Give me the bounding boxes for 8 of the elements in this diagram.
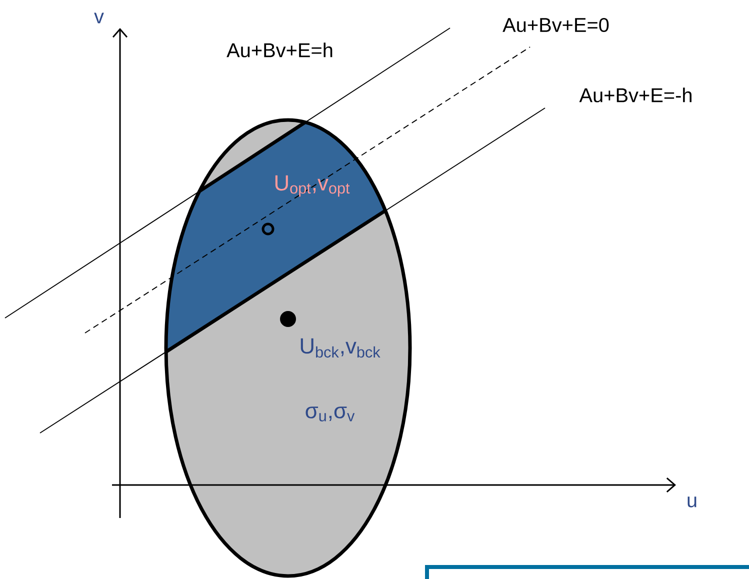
axis-label: v [94, 12, 104, 24]
axis-label: u [688, 496, 696, 508]
point-label: σ$_{u}$,σ$_{v}$ [306, 406, 355, 422]
point-label: U$_{bck}$,v$_{bck}$ [300, 338, 380, 358]
equation-label: Au+Bv+E=-h [579, 88, 692, 102]
equation-label: Au+Bv+E=h [226, 42, 332, 58]
equation-label: Au+Bv+E=0 [502, 18, 609, 32]
point-label: U$_{opt}$,v$_{opt}$ [275, 175, 350, 197]
